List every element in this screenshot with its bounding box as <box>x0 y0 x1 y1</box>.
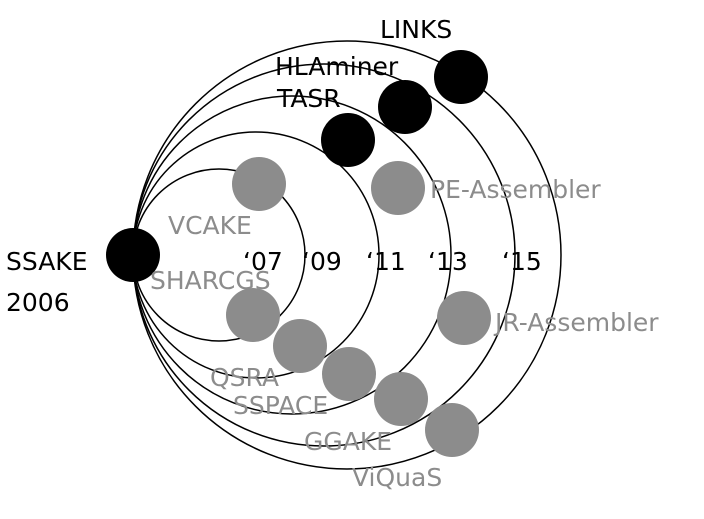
year-label-13: ‘13 <box>428 247 468 276</box>
label-hlaminer: HLAminer <box>275 52 399 81</box>
node-sspace <box>322 347 376 401</box>
node-vcake <box>232 157 286 211</box>
node-jr-assembler <box>437 291 491 345</box>
year-label-09: ‘09 <box>302 247 342 276</box>
node-ssake <box>106 228 160 282</box>
node-qsra <box>273 319 327 373</box>
label-ggake: GGAKE <box>304 427 392 456</box>
label-links: LINKS <box>380 15 452 44</box>
node-links <box>434 50 488 104</box>
node-ggake <box>374 372 428 426</box>
year-labels: ‘07 ‘09 ‘11 ‘13 ‘15 <box>243 247 542 276</box>
label-sspace: SSPACE <box>233 391 328 420</box>
label-tasr: TASR <box>276 84 341 113</box>
grey-tool-labels: PE-Assembler VCAKE SHARCGS JR-Assembler … <box>150 175 659 492</box>
node-sharcgs <box>226 288 280 342</box>
year-label-11: ‘11 <box>366 247 406 276</box>
year-label-07: ‘07 <box>243 247 283 276</box>
label-viquas: ViQuaS <box>352 463 442 492</box>
label-ssake: SSAKE <box>6 247 88 276</box>
node-tasr <box>321 113 375 167</box>
label-sharcgs: SHARCGS <box>150 266 271 295</box>
year-label-15: ‘15 <box>502 247 542 276</box>
node-viquas <box>425 403 479 457</box>
label-qsra: QSRA <box>210 363 279 392</box>
timeline-rings <box>132 40 562 470</box>
node-hlaminer <box>378 80 432 134</box>
label-origin-year: 2006 <box>6 288 70 317</box>
label-jr-assembler: JR-Assembler <box>493 308 659 337</box>
nodes <box>106 50 491 457</box>
label-vcake: VCAKE <box>168 211 252 240</box>
label-pe-assembler: PE-Assembler <box>430 175 601 204</box>
node-pe-assembler <box>371 161 425 215</box>
